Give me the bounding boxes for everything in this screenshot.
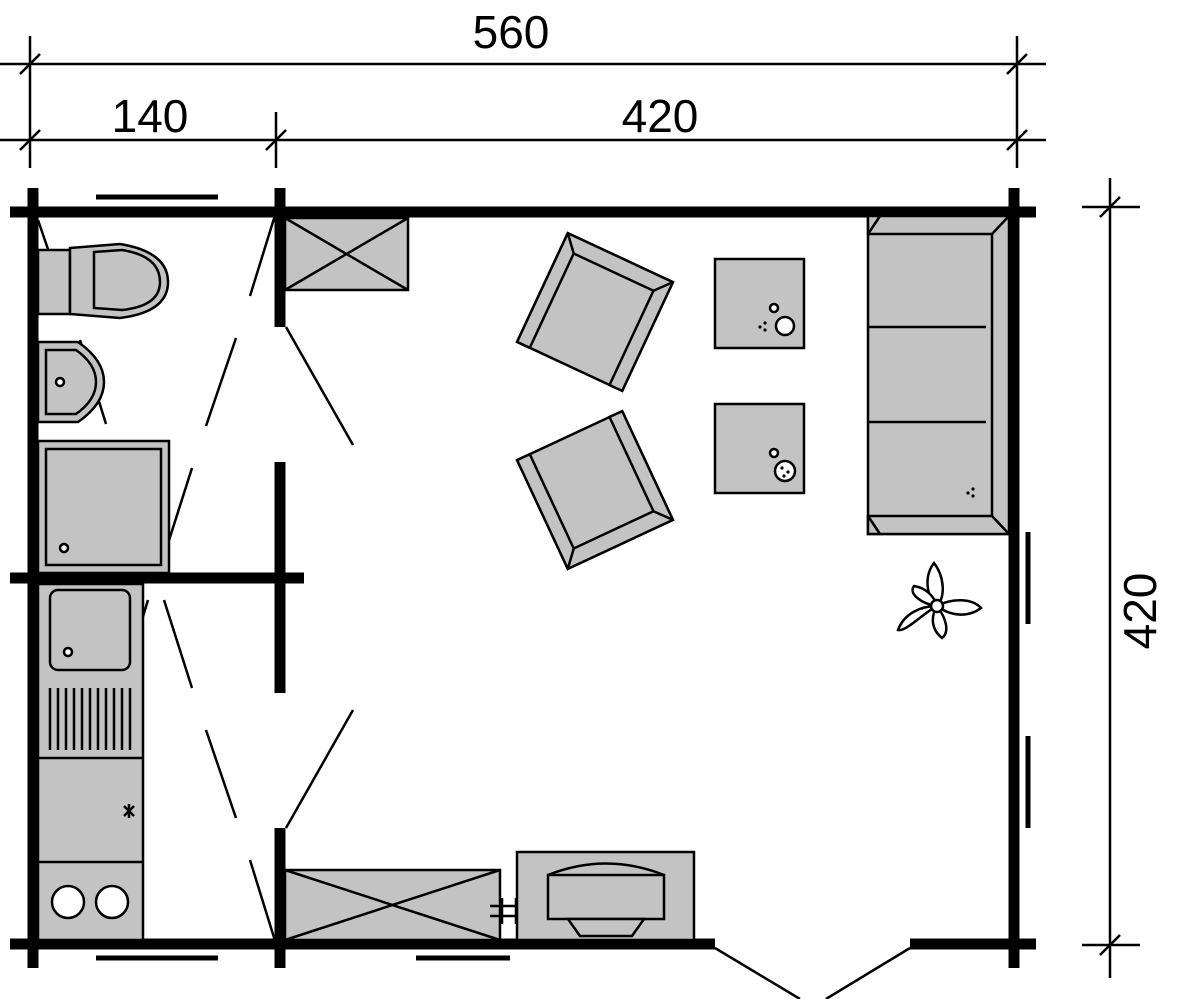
side-table-top	[713, 257, 806, 350]
toilet	[36, 242, 170, 320]
dimension-label-total-width: 560	[473, 6, 550, 58]
dimension-label-right-width: 420	[622, 90, 699, 142]
dimension-sub-widths: 140 420	[0, 90, 1046, 168]
armchair-top	[515, 231, 675, 393]
wardrobe-bottom	[283, 868, 530, 942]
cooktop	[50, 884, 130, 920]
dimension-depth: 420	[1082, 178, 1166, 978]
shower	[36, 439, 171, 575]
kitchen-counter	[36, 582, 145, 942]
wardrobe-top	[283, 216, 410, 292]
stove-fireplace	[515, 850, 696, 942]
kitchen-sparkle-icon	[123, 804, 135, 818]
dimension-label-left-width: 140	[112, 90, 189, 142]
plant-icon	[896, 560, 983, 640]
walls	[10, 188, 1036, 968]
side-table-bottom	[713, 402, 806, 495]
armchair-bottom	[515, 409, 675, 571]
dimension-label-depth: 420	[1114, 573, 1166, 650]
sofa	[866, 214, 1011, 536]
drainboard	[48, 688, 132, 750]
windows	[96, 194, 1031, 961]
washbasin	[36, 340, 106, 424]
dimension-total-width: 560	[0, 6, 1046, 168]
